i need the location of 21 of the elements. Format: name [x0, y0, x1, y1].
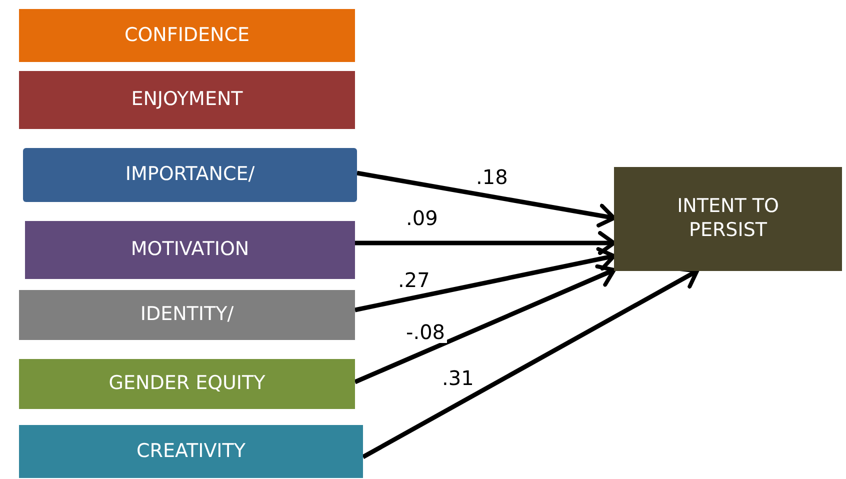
factor-box [19, 359, 355, 409]
factor-label: CONFIDENCE [124, 24, 250, 48]
factor-label: IMPORTANCE/ [125, 163, 255, 187]
factor-box [25, 221, 355, 279]
factor-box [23, 148, 357, 202]
arrow [356, 170, 616, 228]
factor-box [19, 71, 355, 129]
edge-label: -.08 [404, 321, 448, 343]
factor-box [19, 9, 355, 62]
arrow [355, 231, 616, 255]
arrow [354, 264, 616, 384]
factor-label: ENJOYMENT [131, 88, 243, 112]
factor-label: GENDER EQUITY [108, 372, 266, 396]
factor-label: MOTIVATION [130, 238, 250, 262]
factor-box [19, 290, 355, 340]
factor-label: IDENTITY/ [140, 303, 234, 327]
factor-label: INTENT TO PERSIST [676, 195, 780, 243]
factor-label: CREATIVITY [136, 440, 246, 464]
factor-box [19, 425, 363, 478]
factor-box [614, 167, 842, 271]
arrow [354, 247, 616, 312]
